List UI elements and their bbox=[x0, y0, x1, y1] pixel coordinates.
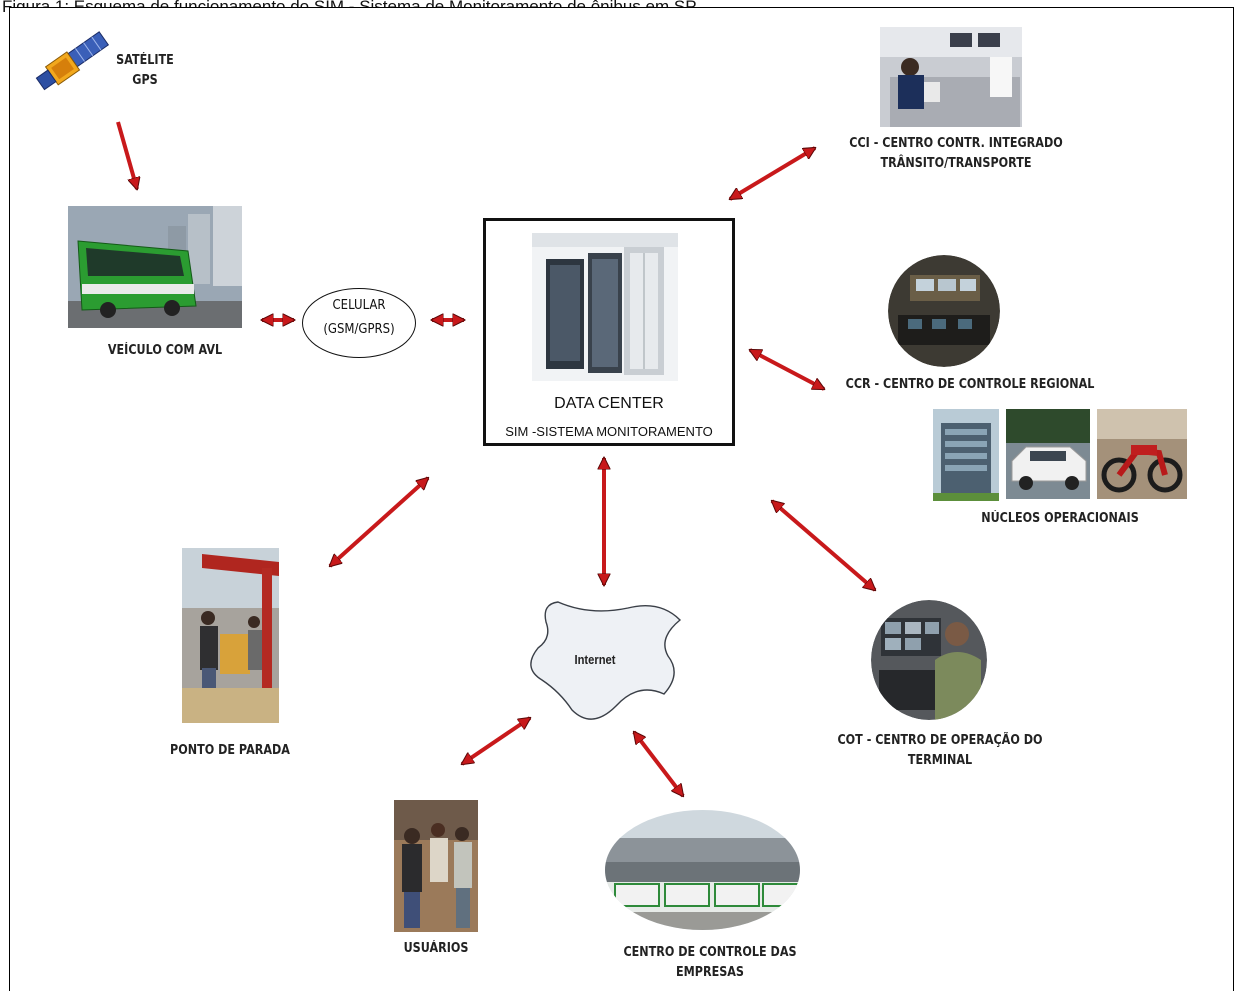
control-room-photo-cci bbox=[880, 27, 1022, 127]
satellite-label: SATÉLITE GPS bbox=[111, 51, 180, 91]
satellite-label-line1: SATÉLITE bbox=[116, 53, 174, 68]
server-rack-photo bbox=[532, 233, 678, 381]
nucleos-building-photo bbox=[933, 409, 999, 501]
ponto-label: PONTO DE PARADA bbox=[170, 743, 290, 758]
arrow-internet-empresas bbox=[632, 732, 685, 796]
cci-label: CCI - CENTRO CONTR. INTEGRADO TRÂNSITO/T… bbox=[844, 134, 1068, 174]
diagram-frame bbox=[9, 7, 1234, 991]
cci-label-line1: CCI - CENTRO CONTR. INTEGRADO bbox=[849, 136, 1063, 151]
empresas-label-line2: EMPRESAS bbox=[676, 965, 744, 980]
people-photo bbox=[394, 800, 478, 932]
arrow-datacenter-ponto bbox=[330, 478, 428, 566]
bus-garage-photo bbox=[605, 810, 800, 930]
arrow-satellite-vehicle bbox=[116, 121, 137, 189]
internet-label: Internet bbox=[574, 652, 616, 667]
datacenter-title: DATA CENTER bbox=[554, 395, 664, 412]
celular-node: CELULAR (GSM/GPRS) bbox=[302, 288, 416, 358]
empresas-label: CENTRO DE CONTROLE DAS EMPRESAS bbox=[607, 943, 813, 983]
vehicle-label: VEÍCULO COM AVL bbox=[107, 343, 223, 358]
nucleos-motorcycle-photo bbox=[1097, 409, 1187, 499]
usuarios-label: USUÁRIOS bbox=[403, 941, 469, 956]
datacenter-node: DATA CENTER SIM -SISTEMA MONITORAMENTO bbox=[483, 218, 735, 446]
arrow-datacenter-cot bbox=[772, 501, 875, 590]
control-room-photo-ccr bbox=[888, 255, 1000, 367]
cot-label-line2: TERMINAL bbox=[907, 753, 973, 768]
satellite-icon bbox=[35, 31, 110, 91]
satellite-label-line2: GPS bbox=[132, 73, 158, 88]
bus-photo bbox=[68, 206, 242, 328]
celular-line1: CELULAR bbox=[332, 298, 386, 313]
datacenter-subtitle: SIM -SISTEMA MONITORAMENTO bbox=[505, 424, 713, 439]
control-room-photo-cot bbox=[871, 600, 987, 720]
arrow-datacenter-ccr bbox=[750, 348, 824, 391]
bus-stop-photo bbox=[182, 548, 279, 723]
cci-label-line2: TRÂNSITO/TRANSPORTE bbox=[880, 156, 1032, 171]
cot-label-line1: COT - CENTRO DE OPERAÇÃO DO bbox=[837, 733, 1043, 748]
arrow-internet-usuarios bbox=[462, 716, 530, 766]
nucleos-label: NÚCLEOS OPERACIONAIS bbox=[981, 511, 1139, 526]
empresas-label-line1: CENTRO DE CONTROLE DAS bbox=[623, 945, 797, 960]
celular-line2: (GSM/GPRS) bbox=[323, 322, 395, 337]
ccr-label: CCR - CENTRO DE CONTROLE REGIONAL bbox=[845, 377, 1095, 392]
cot-label: COT - CENTRO DE OPERAÇÃO DO TERMINAL bbox=[828, 731, 1052, 771]
arrow-datacenter-cci bbox=[730, 146, 815, 201]
nucleos-car-photo bbox=[1006, 409, 1090, 499]
cloud-shape bbox=[530, 601, 682, 720]
